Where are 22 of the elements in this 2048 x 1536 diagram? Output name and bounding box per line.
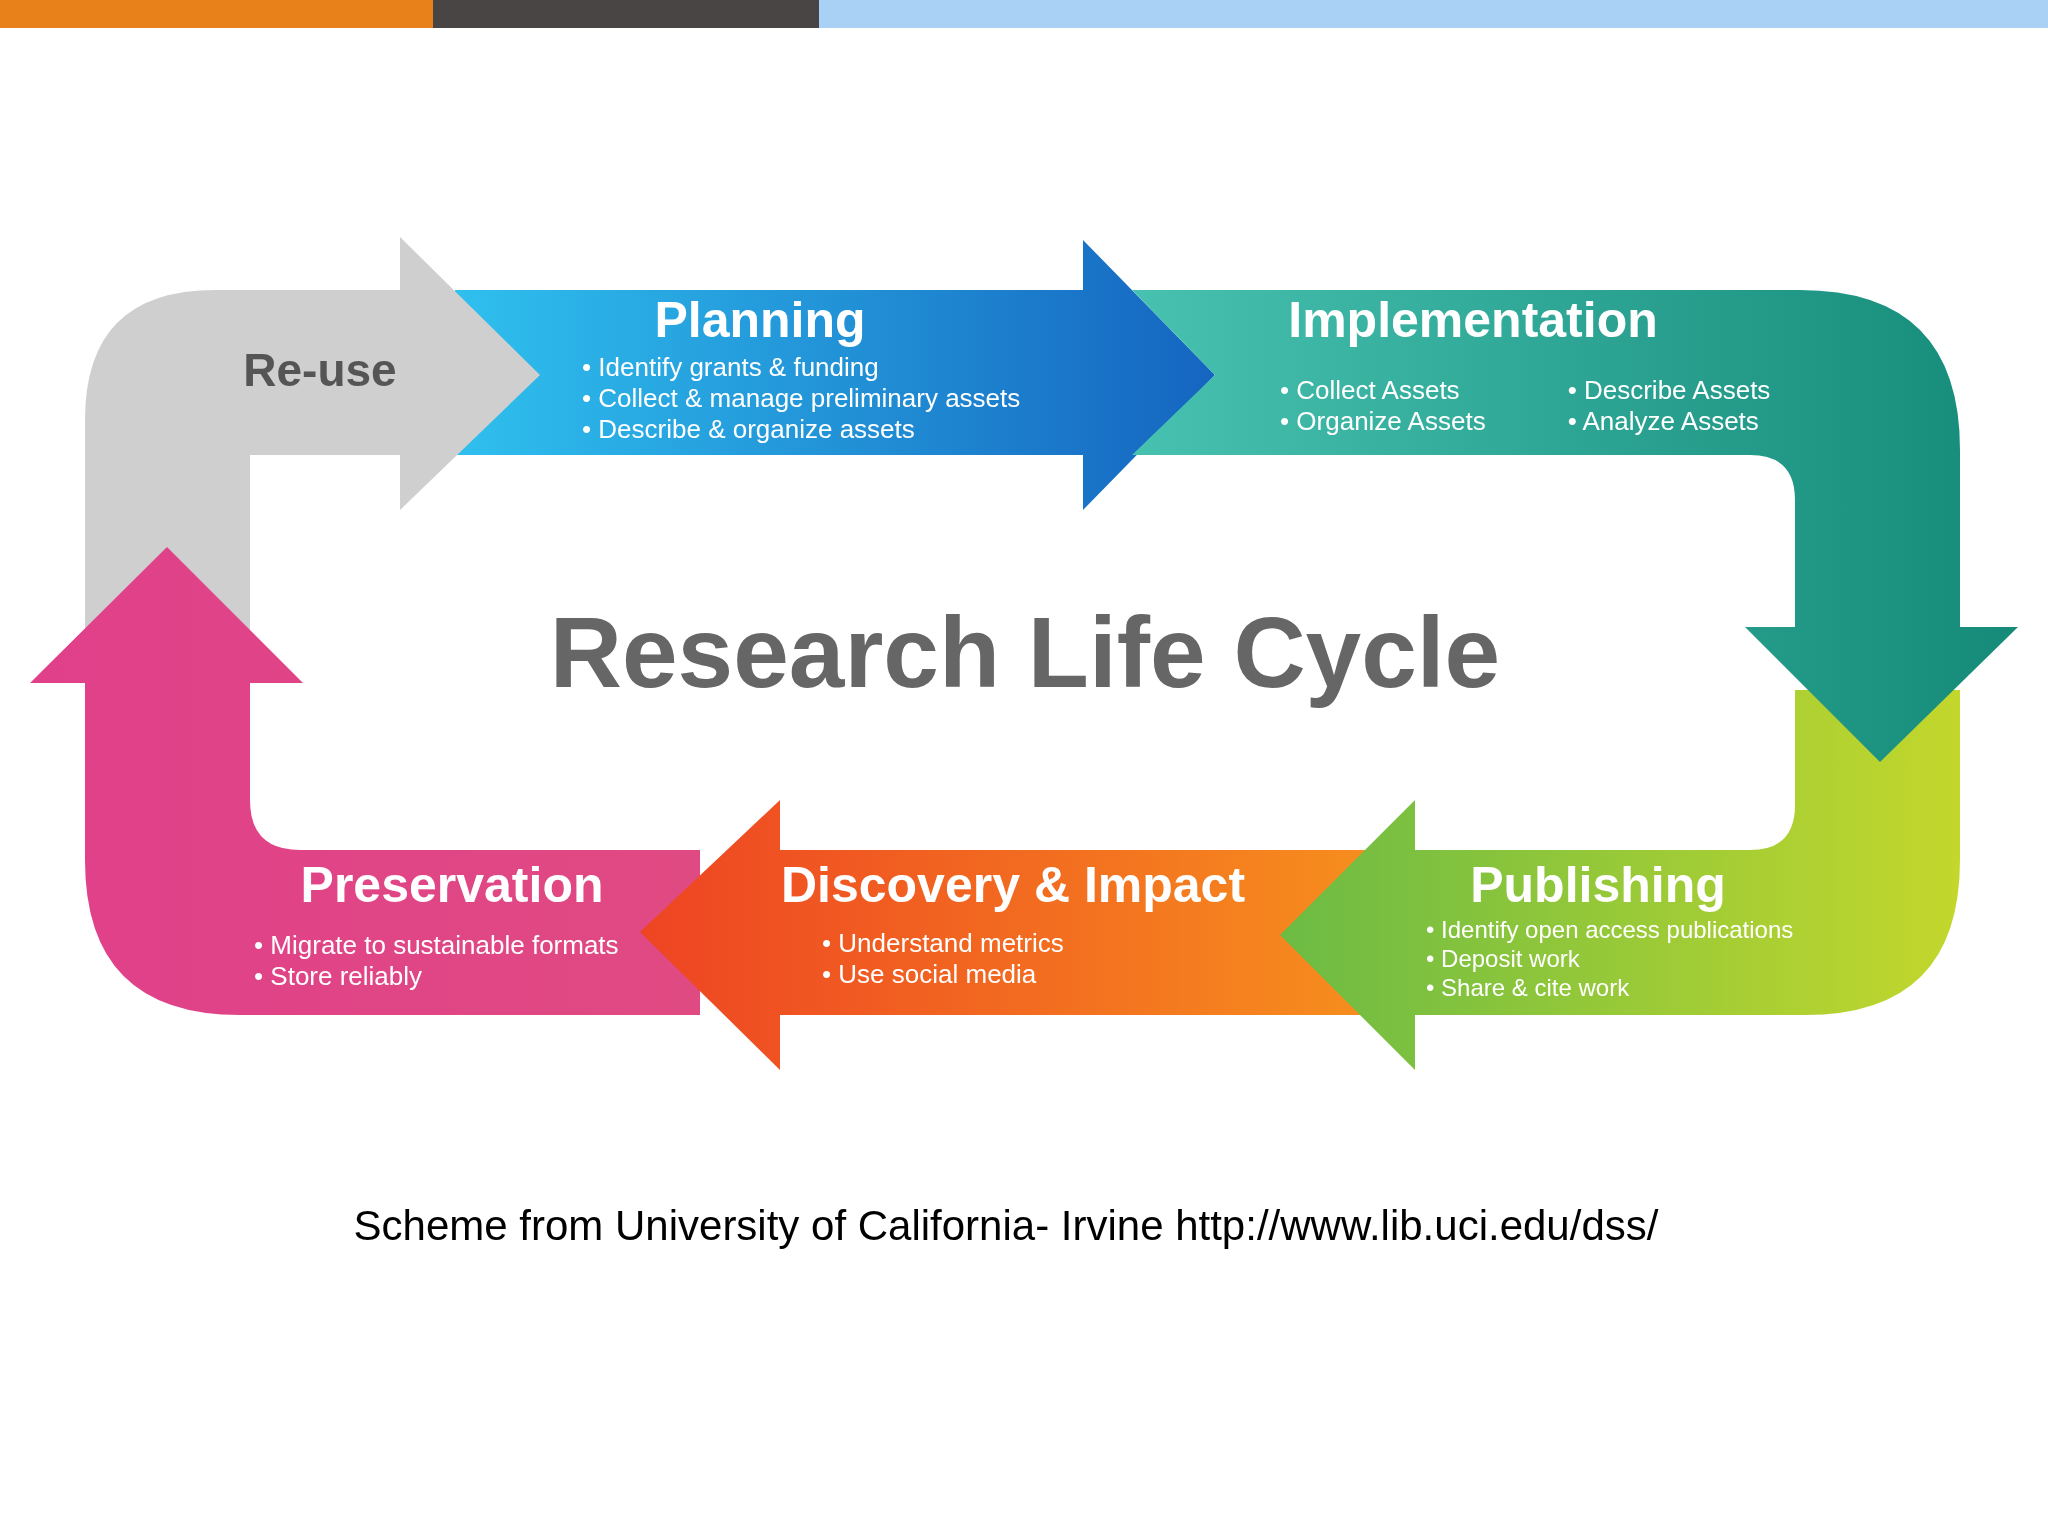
bullet-item: • Deposit work [1426,944,1581,974]
stage-title: Implementation [1288,293,1658,348]
bullet-item: • Collect Assets [1280,375,1461,407]
bullet-item: • Identify open access publications [1426,916,1794,945]
stage-title: Preservation [300,858,604,913]
bullet-item: • Share & cite work [1426,973,1631,1003]
caption: Scheme from University of California- Irvine http://www.lib.uci.edu/dss/ [353,1202,1659,1250]
bullet-item: • Analyze Assets [1567,406,1760,438]
bullet-item: • Organize Assets [1280,406,1486,438]
diagram-title: Research Life Cycle [549,595,1501,710]
stage-title: Planning [654,293,866,348]
stage-title: Publishing [1470,858,1726,913]
stage-title: Discovery & Impact [780,858,1246,913]
bullet-item: • Store reliably [254,961,424,993]
bullet-item: • Migrate to sustainable formats [254,930,619,962]
bullet-item: • Collect & manage preliminary assets [582,383,1021,415]
bullet-item: • Use social media [822,959,1038,991]
stage-title: Re-use [243,345,397,396]
bullet-item: • Describe & organize assets [582,414,916,446]
bullet-item: • Describe Assets [1567,375,1771,407]
bullet-item: • Identify grants & funding [582,352,880,384]
bullet-item: • Understand metrics [822,928,1064,960]
